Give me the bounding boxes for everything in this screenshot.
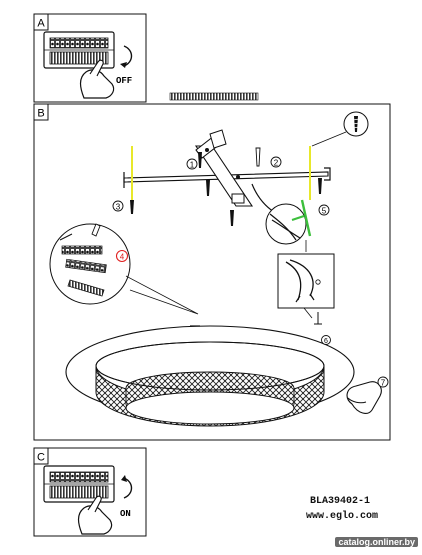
step-marker-4: 4 [115, 249, 129, 263]
step-marker-5: 5 [318, 204, 330, 216]
step-marker-2: 2 [270, 156, 282, 168]
label-strip [169, 92, 259, 101]
step-2-label: 2 [274, 159, 279, 168]
ceiling-fixture [65, 325, 355, 427]
section-b-tab [33, 103, 49, 121]
ground-wire [300, 199, 312, 237]
section-a-tab [33, 13, 49, 31]
terminal-inset [49, 223, 131, 305]
arrow-icon [123, 45, 133, 67]
step-3-label: 3 [116, 203, 121, 212]
section-b-label: B [37, 108, 44, 120]
section-a-frame [33, 13, 147, 103]
step-7-label: 7 [381, 379, 386, 388]
step-5-label: 5 [322, 207, 327, 216]
section-b: B [33, 103, 391, 441]
switch-icon [43, 31, 115, 69]
section-a-action: OFF [116, 76, 132, 86]
step-marker-7: 7 [377, 376, 389, 388]
wire-connection-inset [265, 199, 312, 245]
watermark: catalog.onliner.by [335, 537, 418, 547]
section-c: C ON [33, 447, 147, 537]
leader-line [125, 275, 199, 315]
step-marker-1: 1 [186, 158, 198, 170]
website-link[interactable]: www.eglo.com [306, 511, 379, 522]
section-c-frame [33, 447, 147, 537]
wire-terminal-inset [277, 253, 335, 309]
mounting-bracket [123, 135, 331, 207]
switch-icon [43, 465, 115, 503]
section-a: A OFF [33, 13, 147, 103]
step-marker-6: 6 [321, 335, 331, 345]
section-c-label: C [37, 452, 45, 464]
hand-icon [346, 381, 382, 414]
wire-icon [251, 183, 275, 213]
model-number: BLA39402-1 [310, 496, 371, 507]
screw-icon [130, 147, 322, 226]
step-marker-3: 3 [112, 200, 124, 212]
step-4-label: 4 [120, 253, 125, 262]
section-c-action: ON [120, 509, 131, 519]
screwdriver-icon [209, 129, 227, 149]
screw-icon [343, 111, 369, 137]
section-b-frame [33, 103, 391, 441]
step-1-label: 1 [190, 161, 195, 170]
section-a-label: A [37, 18, 45, 30]
step-6-label: 6 [324, 338, 328, 345]
section-c-tab [33, 447, 49, 465]
